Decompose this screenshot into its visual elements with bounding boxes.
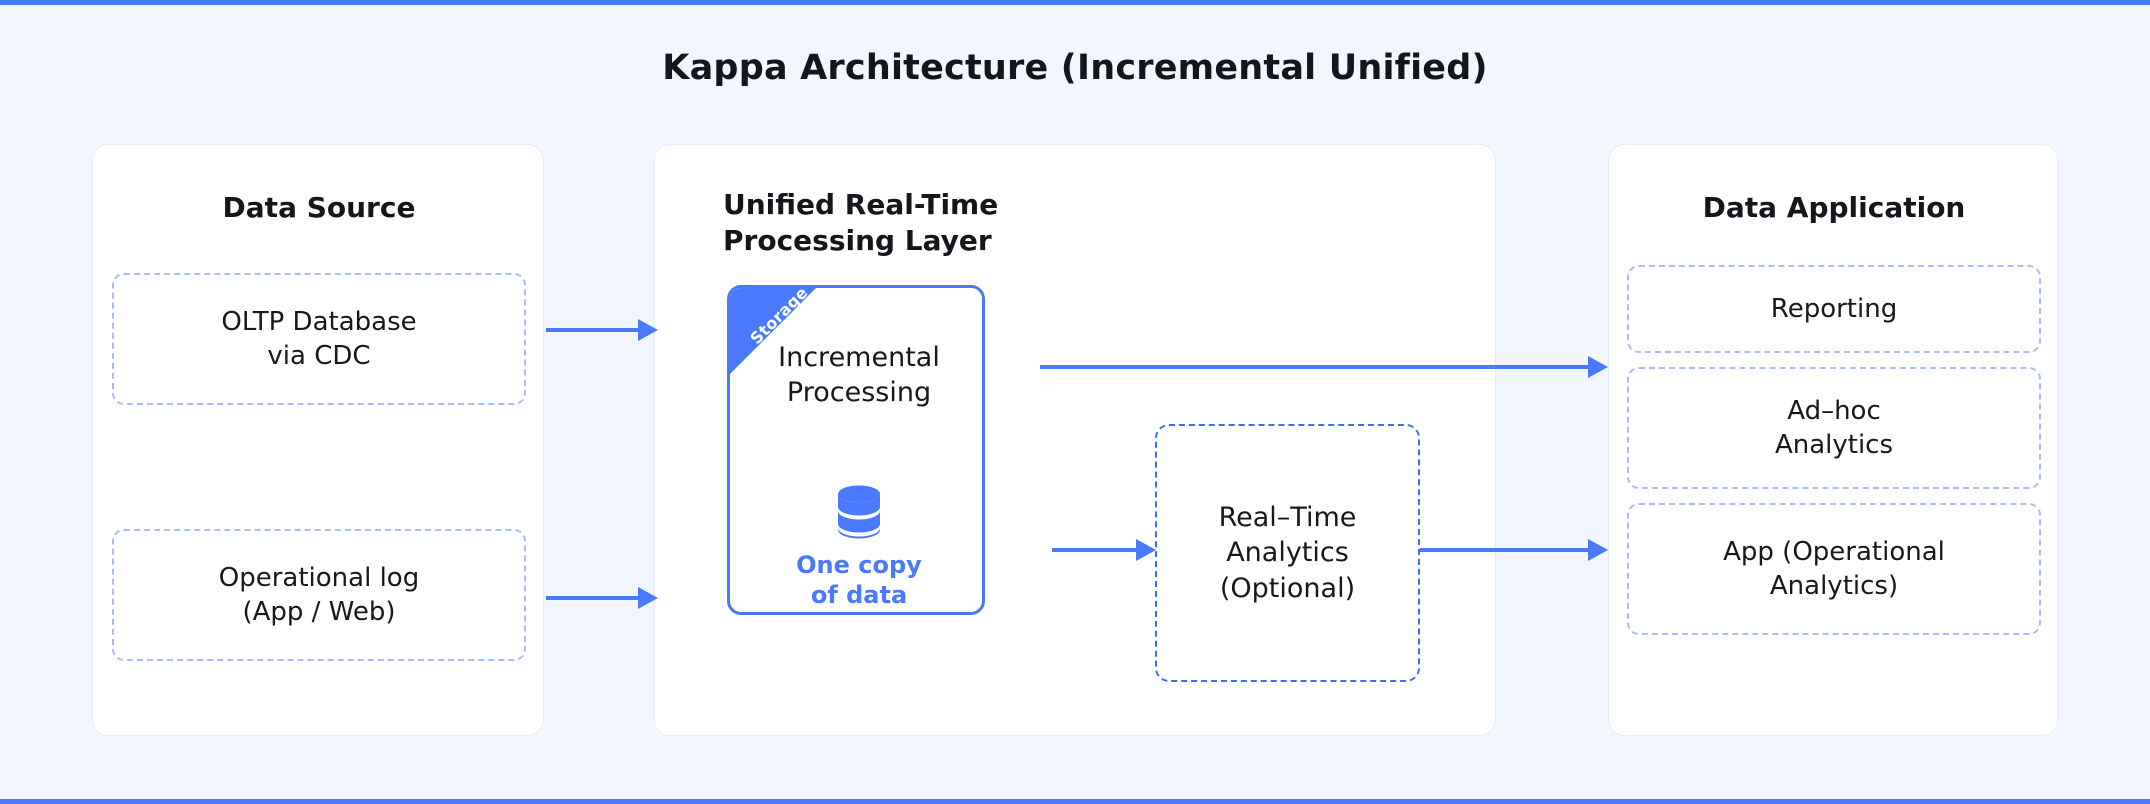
bottom-frame-bar <box>0 799 2150 804</box>
arrow-oltp-to-processing <box>546 319 658 341</box>
node-operational-log-app-web[interactable]: Operational log(App / Web) <box>112 529 526 661</box>
arrow-oplog-to-processing <box>546 587 658 609</box>
panel-title-data-source: Data Source <box>222 191 416 224</box>
panel-title-data-application: Data Application <box>1702 191 1966 224</box>
node-reporting[interactable]: Reporting <box>1627 265 2041 353</box>
database-cylinder-icon <box>838 485 880 539</box>
storage-ribbon-shape <box>730 288 816 374</box>
page-title: Kappa Architecture (Incremental Unified) <box>662 48 1488 88</box>
top-frame-bar <box>0 0 2150 5</box>
